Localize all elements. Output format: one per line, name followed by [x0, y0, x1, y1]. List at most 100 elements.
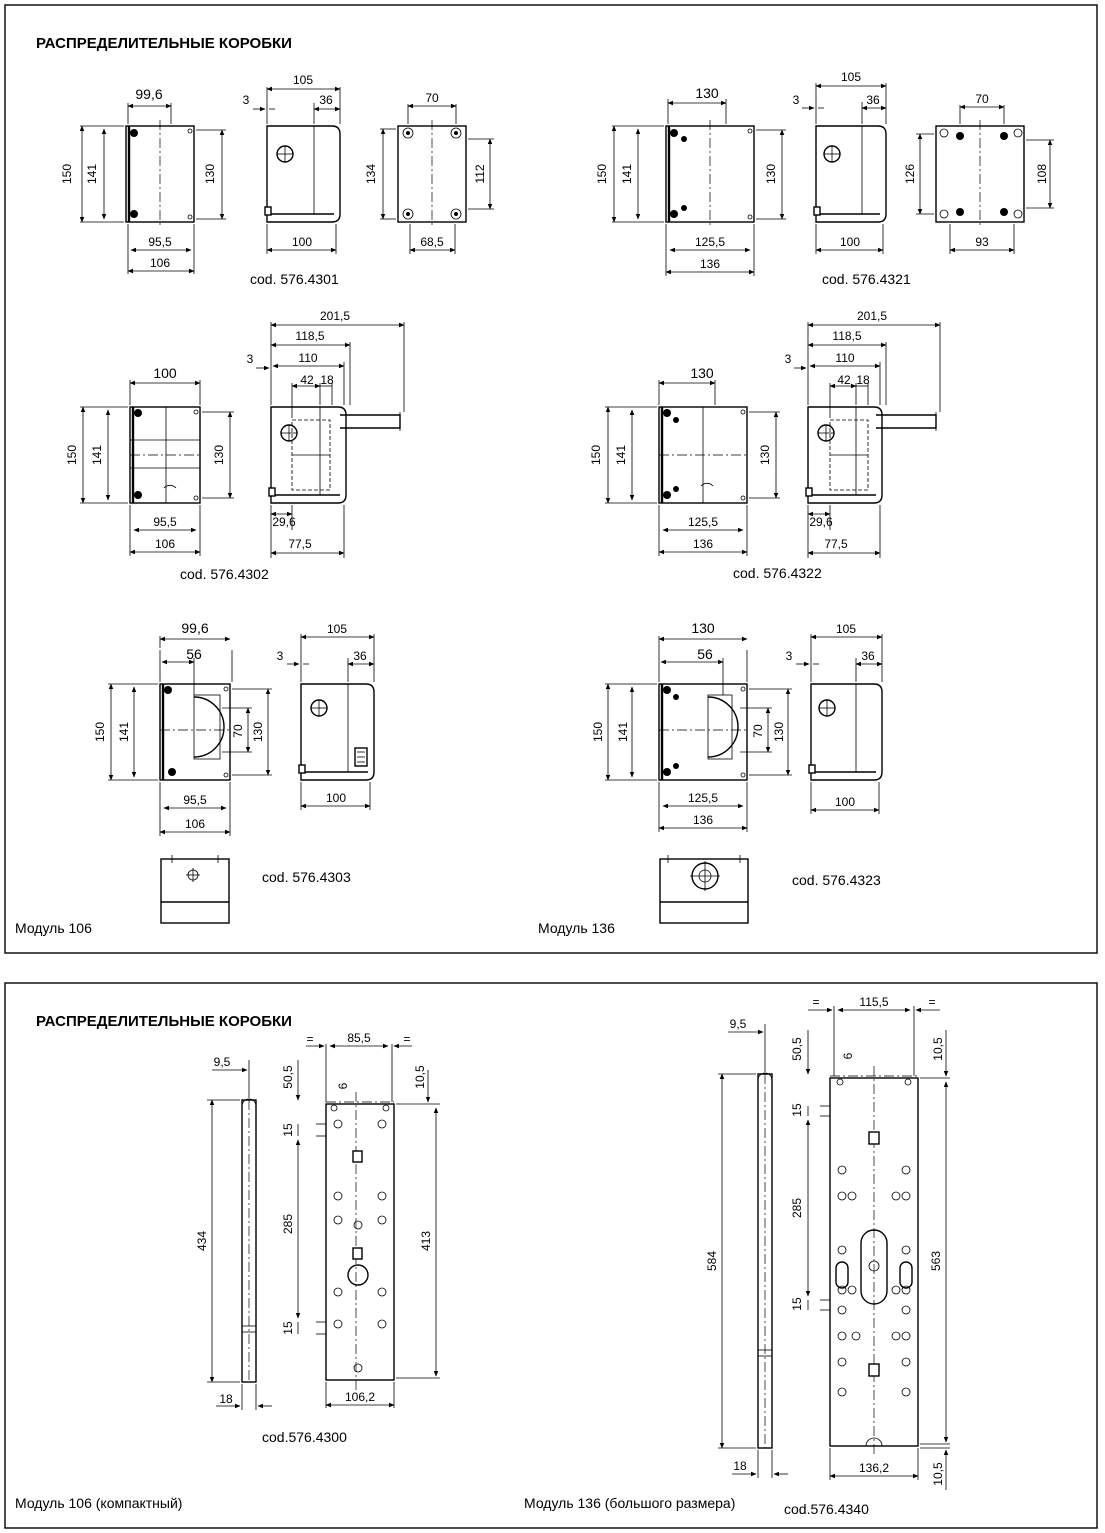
dim-label: 3 [243, 93, 250, 107]
dim-label: 130 [203, 164, 217, 184]
product-code-576-4300: cod.576.4300 [262, 1429, 347, 1445]
dim-label: 285 [281, 1214, 295, 1234]
box-576-4322-side-view: 201,5 118,5 3 110 42 18 29,6 77,5 [785, 309, 941, 558]
box-576-4323-top-view [659, 855, 749, 924]
dim-label: 285 [790, 1198, 804, 1218]
dim-label: 100 [153, 365, 177, 381]
dim-label: 42 [300, 373, 314, 387]
dim-label: 136 [700, 257, 720, 271]
dim-label: 150 [589, 445, 603, 465]
box-576-4323-front-view: 130 56 150 141 70 130 125,5 136 [591, 620, 792, 832]
dim-label: 105 [293, 73, 313, 87]
dim-label: 15 [281, 1321, 295, 1335]
dim-label: 136 [693, 813, 713, 827]
dim-label: 141 [620, 164, 634, 184]
dim-label: 112 [473, 164, 487, 183]
dim-label: 77,5 [288, 537, 312, 551]
dim-label: 9,5 [214, 1055, 231, 1069]
rail-576-4340-side-view: 9,5 584 18 [705, 1017, 788, 1478]
dim-label: 126 [903, 164, 917, 184]
dim-label: 118,5 [832, 329, 861, 343]
dim-label: 106,2 [345, 1390, 375, 1404]
dim-label: 130 [690, 365, 714, 381]
dim-label: 56 [186, 646, 202, 662]
product-code-576-4301: cod. 576.4301 [250, 271, 339, 287]
box-576-4323-side-view: 105 3 36 100 [786, 622, 883, 814]
dim-label: 6 [336, 1082, 350, 1089]
dim-label: 141 [90, 445, 104, 465]
dim-label: 9,5 [730, 1017, 747, 1031]
dim-label: 118,5 [295, 329, 324, 343]
panel-title: РАСПРЕДЕЛИТЕЛЬНЫЕ КОРОБКИ [36, 1013, 292, 1030]
box-576-4301-front-view: 99,6 150 141 130 95,5 106 [60, 86, 226, 274]
panel-title: РАСПРЕДЕЛИТЕЛЬНЫЕ КОРОБКИ [36, 35, 292, 52]
dim-label: 106 [150, 256, 170, 270]
dim-label: 3 [786, 649, 793, 663]
plate-576-4300-front-view: = 85,5 = 50,5 6 10,5 15 285 413 15 106,2 [281, 1031, 440, 1408]
dim-label: 130 [695, 85, 719, 101]
dim-label: 141 [117, 722, 131, 742]
dim-label: 150 [65, 445, 79, 465]
dim-label: 3 [785, 352, 792, 366]
dim-label: 413 [419, 1231, 433, 1251]
dim-label: 130 [772, 722, 786, 742]
dim-label: 93 [975, 235, 989, 249]
dim-label: 150 [60, 164, 74, 184]
dim-label: 105 [836, 622, 856, 636]
dim-label: 125,5 [688, 515, 718, 529]
module-label-136-large: Модуль 136 (большого размера) [524, 1495, 735, 1511]
dim-label: 134 [364, 164, 378, 184]
dim-label: 141 [614, 445, 628, 465]
panel-distribution-boxes-top: РАСПРЕДЕЛИТЕЛЬНЫЕ КОРОБКИ Модуль 106 Мод… [4, 4, 1098, 954]
dim-label: 136 [693, 537, 713, 551]
dim-label: = [403, 1032, 410, 1046]
box-576-4302-front-view: 100 150 141 130 95,5 106 [65, 365, 234, 556]
dim-label: 130 [758, 445, 772, 465]
dim-label: = [306, 1032, 313, 1046]
product-code-576-4321: cod. 576.4321 [822, 271, 911, 287]
dim-label: 95,5 [183, 793, 207, 807]
dim-label: 77,5 [824, 537, 848, 551]
dim-label: 110 [298, 351, 317, 365]
dim-label: 100 [835, 795, 855, 809]
dim-label: 6 [841, 1052, 855, 1059]
dim-label: 18 [733, 1459, 747, 1473]
dim-label: 106 [185, 817, 205, 831]
box-576-4321-back-view: 70 126 108 93 [903, 92, 1054, 254]
box-576-4322-front-view: 130 150 141 130 125,5 136 [589, 365, 780, 556]
box-576-4303-top-view [160, 855, 230, 924]
dim-label: 36 [319, 93, 333, 107]
plate-576-4340-front-view: = 115,5 = 50,5 6 10,5 15 285 563 15 136,… [790, 995, 950, 1490]
dim-label: = [928, 995, 935, 1009]
dim-label: 201,5 [857, 309, 887, 323]
dim-label: 3 [277, 649, 284, 663]
dim-label: 10,5 [413, 1065, 427, 1089]
dim-label: 110 [835, 351, 854, 365]
dim-label: 563 [929, 1251, 943, 1271]
product-code-576-4302: cod. 576.4302 [180, 566, 269, 582]
dim-label: 100 [326, 791, 346, 805]
product-code-576-4322: cod. 576.4322 [733, 565, 822, 581]
dim-label: 125,5 [695, 235, 725, 249]
dim-label: 100 [292, 235, 312, 249]
dim-label: 36 [353, 649, 367, 663]
dim-label: 115,5 [859, 995, 888, 1009]
dim-label: 125,5 [688, 791, 718, 805]
dim-label: 18 [219, 1392, 233, 1406]
dim-label: 70 [975, 92, 989, 106]
dim-label: 36 [861, 649, 875, 663]
dim-label: 150 [595, 164, 609, 184]
dim-label: 56 [697, 646, 713, 662]
dim-label: 70 [425, 91, 439, 105]
dim-label: 18 [320, 373, 334, 387]
product-code-576-4340: cod.576.4340 [784, 1501, 869, 1517]
panel-distribution-boxes-bottom: РАСПРЕДЕЛИТЕЛЬНЫЕ КОРОБКИ Модуль 106 (ко… [4, 982, 1098, 1529]
box-576-4303-side-view: 105 3 36 100 [277, 622, 375, 810]
dim-label: 141 [616, 722, 630, 742]
dim-label: 95,5 [153, 515, 177, 529]
dim-label: 85,5 [347, 1031, 371, 1045]
dim-label: 108 [1035, 164, 1049, 184]
dim-label: 136,2 [859, 1461, 889, 1475]
dim-label: 50,5 [281, 1065, 295, 1089]
